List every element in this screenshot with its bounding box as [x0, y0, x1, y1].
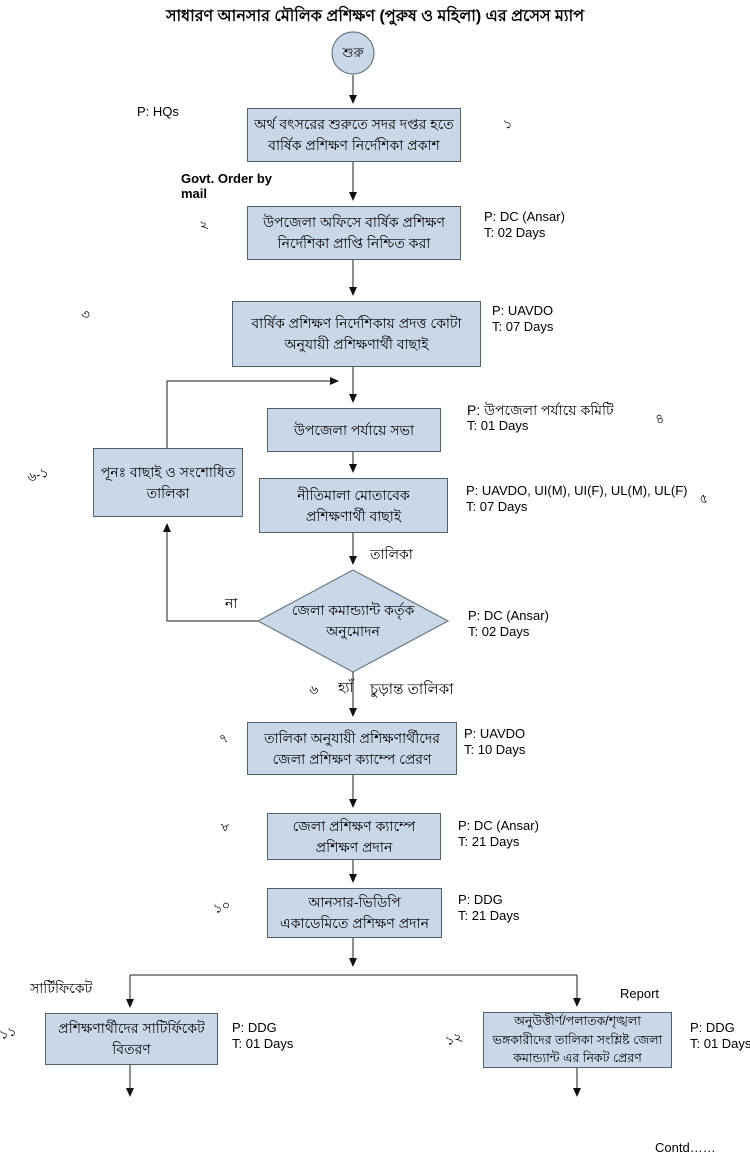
step-3-label: বার্ষিক প্রশিক্ষণ নির্দেশিকায় প্রদত্ত ক…: [251, 315, 462, 352]
step-10-label: আনসার-ভিডিপি একাডেমিতে প্রশিক্ষণ প্রদান: [280, 894, 429, 931]
edge-label-report: Report: [620, 986, 660, 1001]
step-4-t: T: 01 Days: [467, 418, 529, 433]
step-10-p: P: DDG: [458, 892, 503, 907]
step-1-p: P: HQs: [137, 104, 179, 119]
step-1-box: অর্থ বৎসরের শুরুতে সদর দপ্তর হতে বার্ষিক…: [247, 108, 461, 162]
edge-label-certificate: সার্টিফিকেট: [30, 980, 93, 996]
step-12-label: অনুউত্তীর্ণ/পলাতক/শৃঙ্খলা ভঙ্গকারীদের তা…: [492, 1013, 663, 1066]
rework-box: পূনঃ বাছাই ও সংশোধিত তালিকা: [93, 448, 243, 517]
step-2-p: P: DC (Ansar): [484, 209, 565, 224]
step-5-t: T: 07 Days: [466, 499, 528, 514]
step-7-box: তালিকা অনুযায়ী প্রশিক্ষণার্থীদের জেলা প…: [247, 722, 457, 775]
edge-label-final-list: চুড়ান্ত তালিকা: [370, 681, 454, 698]
edge-label-govt-order: Govt. Order by mail: [181, 171, 273, 201]
step-8-t: T: 21 Days: [458, 834, 520, 849]
step-12-p: P: DDG: [690, 1020, 735, 1035]
step-2-t: T: 02 Days: [484, 225, 546, 240]
step-2-box: উপজেলা অফিসে বার্ষিক প্রশিক্ষণ নির্দেশিক…: [247, 206, 461, 260]
start-terminator-shape: [331, 31, 375, 75]
step-12-box: অনুউত্তীর্ণ/পলাতক/শৃঙ্খলা ভঙ্গকারীদের তা…: [483, 1012, 672, 1068]
edge-label-yes: হ্যাঁ: [338, 679, 354, 695]
step-3-p: P: UAVDO: [492, 303, 554, 318]
annotation-step-8: P: DC (Ansar) T: 21 Days: [458, 818, 539, 850]
step-1-label: অর্থ বৎসরের শুরুতে সদর দপ্তর হতে বার্ষিক…: [254, 116, 454, 153]
step-7-t: T: 10 Days: [464, 742, 526, 757]
continued-marker: Contd……: [655, 1140, 716, 1155]
step-5-box: নীতিমালা মোতাবেক প্রশিক্ষণার্থী বাছাই: [259, 478, 448, 533]
step-6-t: T: 02 Days: [468, 624, 530, 639]
annotation-step-2: P: DC (Ansar) T: 02 Days: [484, 209, 565, 241]
start-node: শুরু: [342, 45, 364, 61]
decision-node: জেলা কমান্ড্যান্ট কর্তৃক অনুমোদন: [291, 602, 415, 639]
step-7-p: P: UAVDO: [464, 726, 526, 741]
annotation-step-7: P: UAVDO T: 10 Days: [464, 726, 525, 758]
step-11-box: প্রশিক্ষণার্থীদের সাটির্ফিকেট বিতরণ: [45, 1013, 218, 1065]
step-7-label: তালিকা অনুযায়ী প্রশিক্ষণার্থীদের জেলা প…: [264, 729, 440, 767]
edge-label-list: তালিকা: [370, 546, 413, 562]
annotation-step-10: P: DDG T: 21 Days: [458, 892, 519, 924]
annotation-step-4: P: উপজেলা পর্যায়ে কমিটি T: 01 Days: [467, 402, 614, 434]
step-11-t: T: 01 Days: [232, 1036, 294, 1051]
no-branch-connector: [163, 523, 258, 622]
step-3-t: T: 07 Days: [492, 319, 554, 334]
step-5-p: P: UAVDO, UI(M), UI(F), UL(M), UL(F): [466, 483, 688, 498]
step-3-box: বার্ষিক প্রশিক্ষণ নির্দেশিকায় প্রদত্ত ক…: [232, 301, 481, 367]
annotation-step-1: P: HQs: [137, 104, 179, 120]
annotation-step-5: P: UAVDO, UI(M), UI(F), UL(M), UL(F) T: …: [466, 483, 687, 515]
annotation-step-3: P: UAVDO T: 07 Days: [492, 303, 553, 335]
step-11-p: P: DDG: [232, 1020, 277, 1035]
step-4-p: P: উপজেলা পর্যায়ে কমিটি: [467, 402, 614, 418]
step-11-label: প্রশিক্ষণার্থীদের সাটির্ফিকেট বিতরণ: [58, 1020, 205, 1057]
step-12-t: T: 01 Days: [690, 1036, 750, 1051]
step-8-p: P: DC (Ansar): [458, 818, 539, 833]
step-8-label: জেলা প্রশিক্ষণ ক্যাম্পে প্রশিক্ষণ প্রদান: [292, 817, 416, 855]
page-title: সাধারণ আনসার মৌলিক প্রশিক্ষণ (পুরুষ ও মহ…: [165, 8, 585, 25]
step-4-label: উপজেলা পর্যায়ে সভা: [293, 421, 415, 438]
step-5-label: নীতিমালা মোতাবেক প্রশিক্ষণার্থী বাছাই: [297, 486, 410, 524]
step-10-box: আনসার-ভিডিপি একাডেমিতে প্রশিক্ষণ প্রদান: [267, 888, 442, 938]
step-10-t: T: 21 Days: [458, 908, 520, 923]
step-8-box: জেলা প্রশিক্ষণ ক্যাম্পে প্রশিক্ষণ প্রদান: [267, 813, 441, 860]
step-2-label: উপজেলা অফিসে বার্ষিক প্রশিক্ষণ নির্দেশিক…: [263, 214, 445, 251]
annotation-step-6: P: DC (Ansar) T: 02 Days: [468, 608, 549, 640]
rework-return-connector: [166, 377, 339, 448]
edge-label-no: না: [225, 595, 238, 611]
step-4-box: উপজেলা পর্যায়ে সভা: [267, 408, 441, 452]
rework-label: পূনঃ বাছাই ও সংশোধিত তালিকা: [100, 463, 236, 501]
annotation-step-11: P: DDG T: 01 Days: [232, 1020, 293, 1052]
step-6-p: P: DC (Ansar): [468, 608, 549, 623]
annotation-step-12: P: DDG T: 01 Days: [690, 1020, 750, 1052]
